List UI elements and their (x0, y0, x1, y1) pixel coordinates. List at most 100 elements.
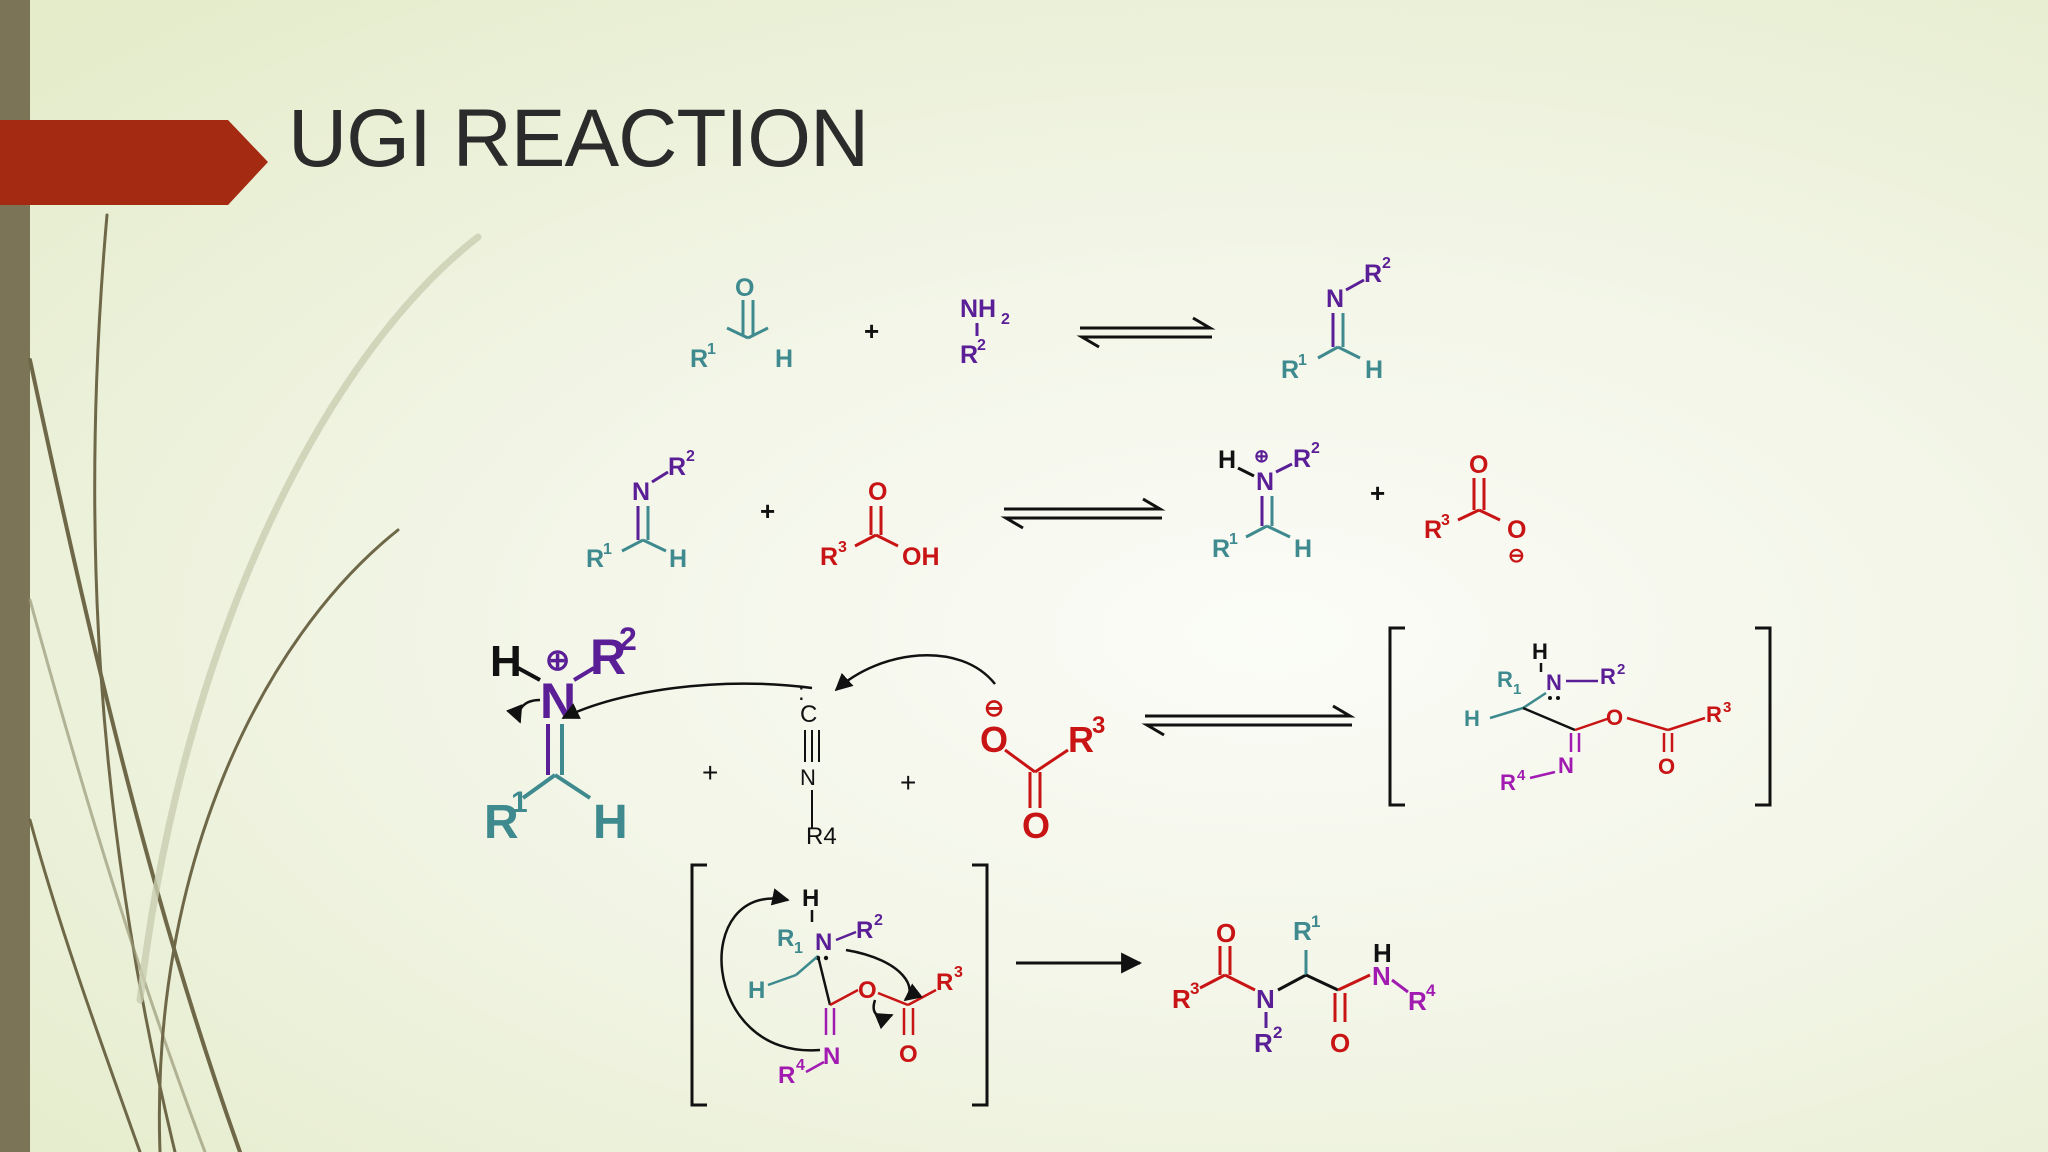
atom-label: R (1600, 664, 1616, 689)
atom-label: O (1022, 805, 1050, 846)
atom-label: H (1294, 535, 1312, 563)
atom-label: R (1281, 356, 1299, 384)
atom-label: 1 (1229, 531, 1238, 548)
atom-label: NH (960, 295, 996, 323)
atom-label: N (815, 929, 832, 956)
atom-label: R (484, 796, 519, 849)
step1-amine: NH 2 R 2 (960, 295, 1010, 369)
atom-label: R (1706, 702, 1722, 727)
atom-label: H (1218, 446, 1236, 474)
atom-label: H (1373, 938, 1392, 968)
atom-label: 4 (1517, 767, 1526, 784)
atom-label: C (800, 701, 817, 728)
atom-label: ⊖ (984, 695, 1004, 722)
atom-label: O (1606, 705, 1623, 730)
atom-label: 1 (1311, 912, 1320, 931)
atom-label: R (1500, 770, 1516, 795)
atom-label: ⊕ (1254, 446, 1269, 466)
step1-imine: N R 2 R 1 H (1281, 255, 1391, 384)
atom-label: R (1172, 984, 1191, 1014)
step4-intermediate-brackets (690, 863, 989, 1107)
atom-label: R (960, 341, 978, 369)
atom-label: R (1497, 667, 1513, 692)
plus-sign: + (1370, 478, 1385, 508)
atom-label: R (1293, 445, 1311, 473)
atom-label: R (586, 545, 604, 573)
atom-label: O (980, 719, 1008, 760)
step2-imine: N R 2 R 1 H (586, 448, 695, 573)
atom-label: 1 (511, 786, 528, 819)
atom-label: 2 (619, 621, 637, 657)
slide-title: UGI REACTION (288, 93, 869, 184)
atom-label: O (858, 977, 877, 1004)
atom-label: O (1216, 918, 1236, 948)
step1-aldehyde: O R 1 H (690, 274, 793, 373)
atom-label: R (690, 345, 708, 373)
aldehyde-oxygen: O (735, 274, 754, 302)
plus-sign: + (864, 316, 879, 346)
atom-label: R (1068, 719, 1094, 760)
atom-label: 3 (1723, 699, 1731, 716)
atom-label: N (823, 1043, 840, 1070)
atom-label: 1 (603, 541, 612, 558)
atom-label: H (669, 545, 687, 573)
atom-label: R (1212, 535, 1230, 563)
atom-label: 1 (707, 341, 716, 358)
atom-label: R4 (806, 823, 837, 850)
atom-label: R (668, 453, 686, 481)
atom-label: H (1365, 356, 1383, 384)
atom-label: N (800, 765, 816, 790)
atom-label: N (632, 478, 650, 506)
step2-carboxylic-acid: O R 3 OH (820, 478, 940, 571)
atom-label: O (1507, 516, 1526, 544)
atom-label: ⊖ (1508, 545, 1525, 567)
atom-label: H (775, 345, 793, 373)
step3-carboxylate: ⊖ O R 3 O (980, 695, 1105, 846)
atom-label: H (1532, 639, 1548, 664)
atom-label: ⊕ (545, 644, 570, 677)
atom-label: O (868, 478, 887, 506)
atom-label: H (490, 637, 522, 686)
step3-intermediate: H N R 2 R 1 H O R 3 O R 4 N (1464, 639, 1731, 795)
atom-label: 2 (1001, 311, 1010, 328)
step4-curved-arrows (720, 888, 923, 1052)
atom-label: 1 (794, 940, 803, 957)
step2-iminium: H ⊕ N R 2 R 1 H (1212, 440, 1320, 563)
step2-carboxylate: O R 3 O ⊖ (1424, 451, 1526, 567)
ugi-product: O R 3 N R 2 R 1 O H N R 4 (1172, 912, 1436, 1058)
atom-label: R (1424, 516, 1442, 544)
plus-sign: + (702, 757, 718, 788)
atom-label: 2 (977, 337, 986, 354)
step4-intermediate: H N R 2 R 1 H O R 3 O R 4 N (748, 885, 963, 1089)
atom-label: R (1408, 986, 1427, 1016)
atom-label: OH (902, 543, 940, 571)
atom-label: 3 (954, 964, 963, 981)
atom-label: R (1293, 916, 1312, 946)
atom-label: 1 (1513, 681, 1521, 698)
atom-label: R (856, 917, 873, 944)
atom-label: 3 (1190, 979, 1199, 998)
atom-label: 2 (686, 448, 695, 465)
atom-label: 2 (1617, 661, 1625, 678)
atom-label: R (777, 925, 794, 952)
atom-label: N (540, 673, 576, 729)
atom-label: H (802, 885, 819, 912)
atom-label: : (798, 679, 805, 706)
atom-label: R (1254, 1028, 1273, 1058)
atom-label: N (1546, 670, 1562, 695)
atom-label: O (1658, 754, 1675, 779)
atom-label: N (1256, 984, 1275, 1014)
atom-label: N (1326, 285, 1344, 313)
atom-label: R (820, 543, 838, 571)
atom-label: 3 (1092, 712, 1105, 739)
atom-label: O (899, 1041, 918, 1068)
title-arrow-banner (0, 120, 268, 205)
step1-equilibrium-arrows (1076, 316, 1216, 349)
atom-label: O (1330, 1028, 1350, 1058)
atom-label: R (1364, 260, 1382, 288)
atom-label: 4 (796, 1057, 805, 1074)
atom-label: 2 (874, 912, 883, 929)
step3-curved-arrows (506, 653, 996, 724)
atom-label: 3 (838, 539, 847, 556)
